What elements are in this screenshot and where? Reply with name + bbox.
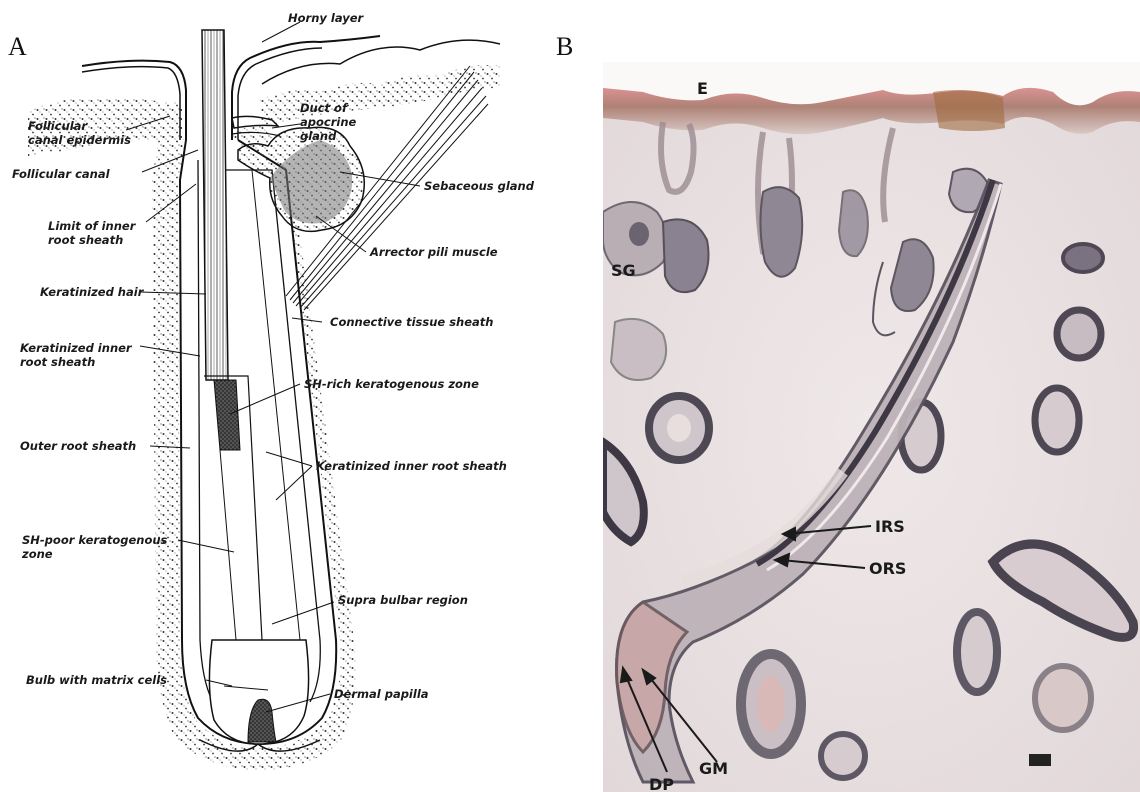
panel-label-b: B xyxy=(556,32,573,62)
label-duct-apocrine-3: gland xyxy=(300,129,337,143)
label-follicular-canal-epidermis-2: canal epidermis xyxy=(28,133,131,147)
label-dermal-papilla: Dermal papilla xyxy=(334,687,429,701)
label-outer-root-sheath: Outer root sheath xyxy=(20,439,136,453)
label-bulb-matrix: Bulb with matrix cells xyxy=(26,673,167,687)
label-DP: DP xyxy=(649,775,674,792)
label-SG: SG xyxy=(611,261,636,280)
label-supra-bulbar: Supra bulbar region xyxy=(338,593,468,607)
label-horny-layer: Horny layer xyxy=(288,11,365,25)
histology-micrograph: E SG IRS ORS GM DP xyxy=(603,62,1140,792)
label-keratinized-inner-root-sheath-right: Keratinized inner root sheath xyxy=(316,459,507,473)
label-IRS: IRS xyxy=(875,517,905,536)
label-duct-apocrine-2: apocrine xyxy=(300,115,357,129)
label-ORS: ORS xyxy=(869,559,906,578)
label-sh-poor-zone-2: zone xyxy=(21,547,53,561)
label-arrector-pili: Arrector pili muscle xyxy=(369,245,498,259)
shaft-guide-line xyxy=(220,450,236,640)
hair-follicle-diagram: Horny layer Follicular canal epidermis F… xyxy=(0,0,540,792)
label-sebaceous-gland: Sebaceous gland xyxy=(424,179,535,193)
label-keratinized-inner-root-sheath-left-2: root sheath xyxy=(20,355,95,369)
inner-root-sheath-wall-right xyxy=(226,170,320,702)
label-follicular-canal-epidermis-1: Follicular xyxy=(28,119,88,133)
label-limit-inner-root-sheath-2: root sheath xyxy=(48,233,123,247)
label-sh-poor-zone-1: SH-poor keratogenous xyxy=(22,533,168,547)
label-sh-rich-zone: SH-rich keratogenous zone xyxy=(304,377,479,391)
label-follicular-canal: Follicular canal xyxy=(12,167,111,181)
label-connective-tissue: Connective tissue sheath xyxy=(330,315,493,329)
label-keratinized-inner-root-sheath-left-1: Keratinized inner xyxy=(20,341,133,355)
label-GM: GM xyxy=(699,759,728,778)
keratinized-hair-shaft xyxy=(202,30,228,380)
scale-bar xyxy=(1029,754,1051,766)
sh-rich-keratogenous-zone xyxy=(214,380,240,450)
label-duct-apocrine-1: Duct of xyxy=(300,101,349,115)
label-E: E xyxy=(697,79,708,98)
label-keratinized-hair: Keratinized hair xyxy=(40,285,145,299)
pigment-patch xyxy=(933,90,1005,131)
label-limit-inner-root-sheath-1: Limit of inner xyxy=(48,219,137,233)
